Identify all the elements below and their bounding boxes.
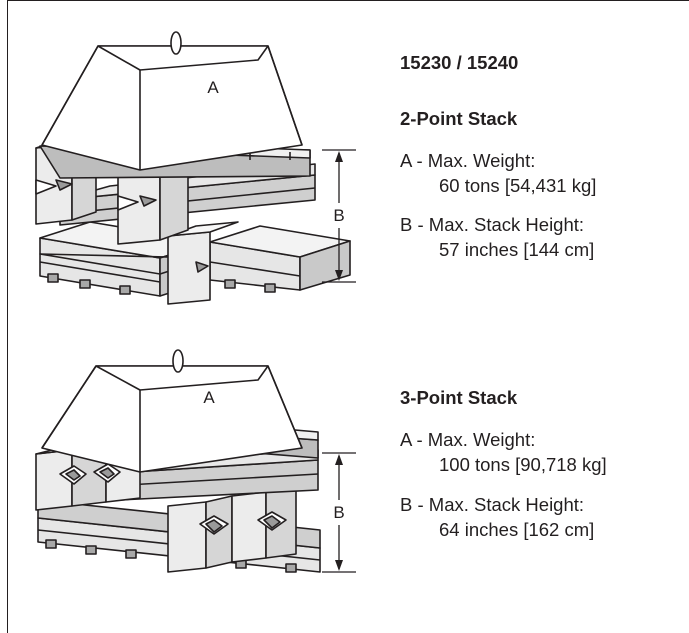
load-block-a <box>41 31 303 171</box>
model-number-heading: 15230 / 15240 <box>400 52 519 73</box>
lower-cross-blocks-3pt <box>167 487 297 573</box>
load-block-a-3pt <box>41 349 303 473</box>
three-point-b-spec: B - Max. Stack Height: <box>400 494 585 515</box>
three-point-a-value: 100 tons [90,718 kg] <box>439 454 607 475</box>
label-a-2pt: A <box>207 78 219 97</box>
figure-frame <box>7 0 689 633</box>
label-b-2pt: B <box>326 203 352 228</box>
three-point-stack-title: 3-Point Stack <box>400 387 518 408</box>
bottom-rail-right <box>209 225 351 291</box>
two-point-a-spec: A - Max. Weight: <box>400 150 536 171</box>
two-point-b-value: 57 inches [144 cm] <box>439 239 595 260</box>
three-point-stack-illustration <box>35 349 356 573</box>
dimension-b-3pt <box>322 452 356 573</box>
two-point-b-spec: B - Max. Stack Height: <box>400 214 585 235</box>
three-point-a-spec: A - Max. Weight: <box>400 429 536 450</box>
two-point-stack-title: 2-Point Stack <box>400 108 518 129</box>
label-a-3pt: A <box>203 388 215 407</box>
label-b-3pt: B <box>326 500 352 525</box>
three-point-b-value: 64 inches [162 cm] <box>439 519 595 540</box>
two-point-stack-illustration <box>35 31 356 305</box>
two-point-a-value: 60 tons [54,431 kg] <box>439 175 597 196</box>
